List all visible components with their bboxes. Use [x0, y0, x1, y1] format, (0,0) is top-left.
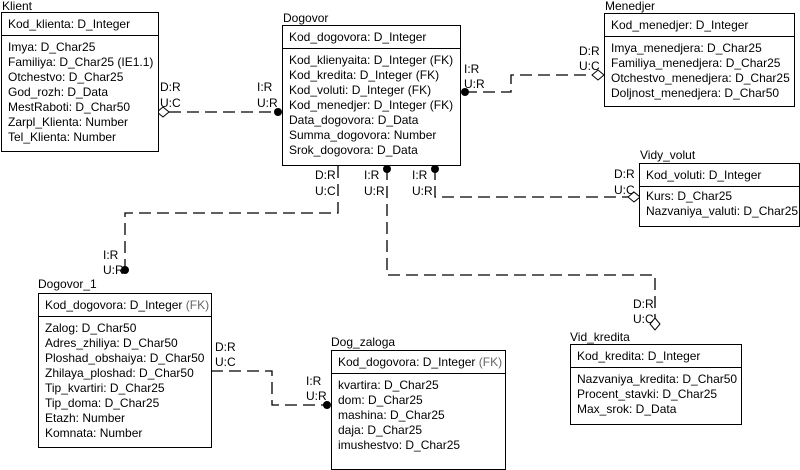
- attribute: Kurs: D_Char25: [646, 189, 733, 203]
- attribute: Tip_kvartiri: D_Char25: [45, 381, 165, 395]
- primary-key: Kod_kredita: D_Integer: [571, 345, 741, 368]
- relationship-lines: [121, 69, 661, 409]
- rel-label: I:R: [257, 80, 273, 94]
- entity-title-vidy-volut: Vidy_volut: [640, 148, 696, 162]
- attribute: daja: D_Char25: [338, 423, 423, 437]
- entity-dogovor-1[interactable]: Kod_dogovora: D_Integer (FK) Zalog: D_Ch…: [38, 293, 212, 448]
- entity-vid-kredita[interactable]: Kod_kredita: D_Integer Nazvaniya_kredita…: [570, 344, 742, 425]
- attribute: Kod_menedjer: D_Integer (FK): [289, 98, 454, 112]
- diamond-icon: [649, 317, 661, 331]
- attribute: Nazvaniya_kredita: D_Char50: [577, 372, 738, 386]
- rel-dogovor-menedjer: [465, 74, 598, 93]
- attribute: Komnata: Number: [45, 426, 143, 440]
- attribute: Familiya_menedjera: D_Char25: [611, 56, 781, 70]
- entity-title-klient: Klient: [2, 0, 33, 13]
- dot-icon: [431, 165, 439, 173]
- attribute: Imya_menedjera: D_Char25: [611, 41, 762, 55]
- entity-title-dogovor-1: Dogovor_1: [38, 277, 97, 291]
- rel-label: U:R: [257, 96, 278, 110]
- entity-dog-zaloga[interactable]: Kod_dogovora: D_Integer (FK) kvartira: D…: [331, 350, 506, 470]
- attribute: Tip_doma: D_Char25: [45, 396, 160, 410]
- rel-label: I:R: [306, 374, 322, 388]
- attribute: imushestvo: D_Char25: [338, 438, 461, 452]
- entity-klient[interactable]: Kod_klienta: D_Integer Imya: D_Char25 Fa…: [1, 12, 159, 152]
- rel-label: U:C: [215, 355, 236, 369]
- rel-label: U:C: [160, 96, 181, 110]
- entity-title-vid-kredita: Vid_kredita: [570, 330, 630, 344]
- rel-dogovor-dogovor1: [124, 166, 339, 270]
- dot-icon: [274, 108, 282, 116]
- fk-marker: (FK): [185, 298, 210, 312]
- attribute: Data_dogovora: D_Data: [289, 113, 419, 127]
- primary-key: Kod_dogovora: D_Integer (FK): [39, 294, 211, 317]
- attribute: Srok_dogovora: D_Data: [289, 143, 418, 157]
- rel-label: D:R: [633, 297, 654, 311]
- attribute: Kod_kredita: D_Integer (FK): [289, 68, 440, 82]
- rel-label: D:R: [160, 80, 181, 94]
- attribute: Otchestvo: D_Char25: [8, 70, 124, 84]
- attribute: Doljnost_menedjera: D_Char50: [611, 86, 780, 100]
- rel-label: I:R: [412, 168, 428, 182]
- rel-label: D:R: [215, 340, 236, 354]
- dot-icon: [461, 88, 469, 96]
- primary-key: Kod_menedjer: D_Integer: [605, 14, 794, 37]
- attribute: Procent_stavki: D_Char25: [577, 387, 718, 401]
- rel-label: U:C: [315, 184, 336, 198]
- attribute: Ploshad_obshaiya: D_Char50: [45, 351, 205, 365]
- attribute: Kod_voluti: D_Integer (FK): [289, 83, 432, 97]
- rel-label: D:R: [614, 167, 635, 181]
- primary-key: Kod_klienta: D_Integer: [2, 13, 158, 36]
- rel-label: U:C: [579, 59, 600, 73]
- rel-label: U:R: [306, 389, 327, 403]
- entity-title-dogovor: Dogovor: [283, 11, 329, 25]
- attribute: Zarpl_Klienta: Number: [8, 115, 129, 129]
- attribute: mashina: D_Char25: [338, 408, 445, 422]
- rel-dogovor-vidkredita: [386, 168, 656, 320]
- attribute: Max_srok: D_Data: [577, 402, 677, 416]
- dot-icon: [121, 266, 129, 274]
- rel-label: I:R: [364, 168, 380, 182]
- entity-vidy-volut[interactable]: Kod_voluti: D_Integer Kurs: D_Char25 Naz…: [639, 163, 800, 227]
- rel-dogovor-vidyvolut: [434, 168, 630, 198]
- rel-label: U:R: [464, 77, 485, 91]
- entity-menedjer[interactable]: Kod_menedjer: D_Integer Imya_menedjera: …: [604, 13, 795, 107]
- attribute: Imya: D_Char25: [8, 40, 96, 54]
- primary-key: Kod_voluti: D_Integer: [640, 164, 799, 187]
- diamond-icon: [156, 106, 170, 118]
- dot-icon: [383, 165, 391, 173]
- primary-key: Kod_dogovora: D_Integer: [283, 26, 460, 49]
- entity-dogovor[interactable]: Kod_dogovora: D_Integer Kod_klienyaita: …: [282, 25, 461, 166]
- attribute: Zalog: D_Char50: [45, 321, 137, 335]
- rel-label: U:R: [412, 184, 433, 198]
- rel-label: I:R: [464, 62, 480, 76]
- rel-label: U:C: [633, 312, 654, 326]
- attribute: MestRaboti: D_Char50: [8, 100, 131, 114]
- attribute: Zhilaya_ploshad: D_Char50: [45, 366, 194, 380]
- entity-title-menedjer: Menedjer: [605, 0, 656, 13]
- fk-marker: (FK): [478, 355, 503, 369]
- attribute: God_rozh: D_Data: [8, 85, 109, 99]
- attribute: Tel_Klienta: Number: [8, 130, 117, 144]
- attribute: Nazvaniya_valuti: D_Char25: [646, 204, 799, 218]
- attribute: dom: D_Char25: [338, 393, 423, 407]
- attribute: kvartira: D_Char25: [338, 378, 439, 392]
- attribute: Kod_klienyaita: D_Integer (FK): [289, 53, 454, 67]
- rel-label: D:R: [579, 44, 600, 58]
- key-name: Kod_dogovora: D_Integer: [338, 355, 476, 369]
- attribute: Adres_zhiliya: D_Char50: [45, 336, 178, 350]
- rel-label: I:R: [103, 248, 119, 262]
- dot-icon: [323, 401, 331, 409]
- rel-label: U:R: [364, 184, 385, 198]
- rel-label: U:R: [103, 263, 124, 277]
- rel-dogovor1-dogzaloga: [211, 370, 328, 406]
- rel-label: D:R: [315, 168, 336, 182]
- attribute: Etazh: Number: [45, 411, 126, 425]
- attribute: Summa_dogovora: Number: [289, 128, 437, 142]
- attribute: Familiya: D_Char25 (IE1.1): [8, 55, 154, 69]
- primary-key: Kod_dogovora: D_Integer (FK): [332, 351, 505, 374]
- entity-title-dog-zaloga: Dog_zaloga: [331, 335, 396, 349]
- rel-label: U:C: [614, 183, 635, 197]
- attribute: Otchestvo_menedjera: D_Char25: [611, 71, 790, 85]
- key-name: Kod_dogovora: D_Integer: [45, 298, 183, 312]
